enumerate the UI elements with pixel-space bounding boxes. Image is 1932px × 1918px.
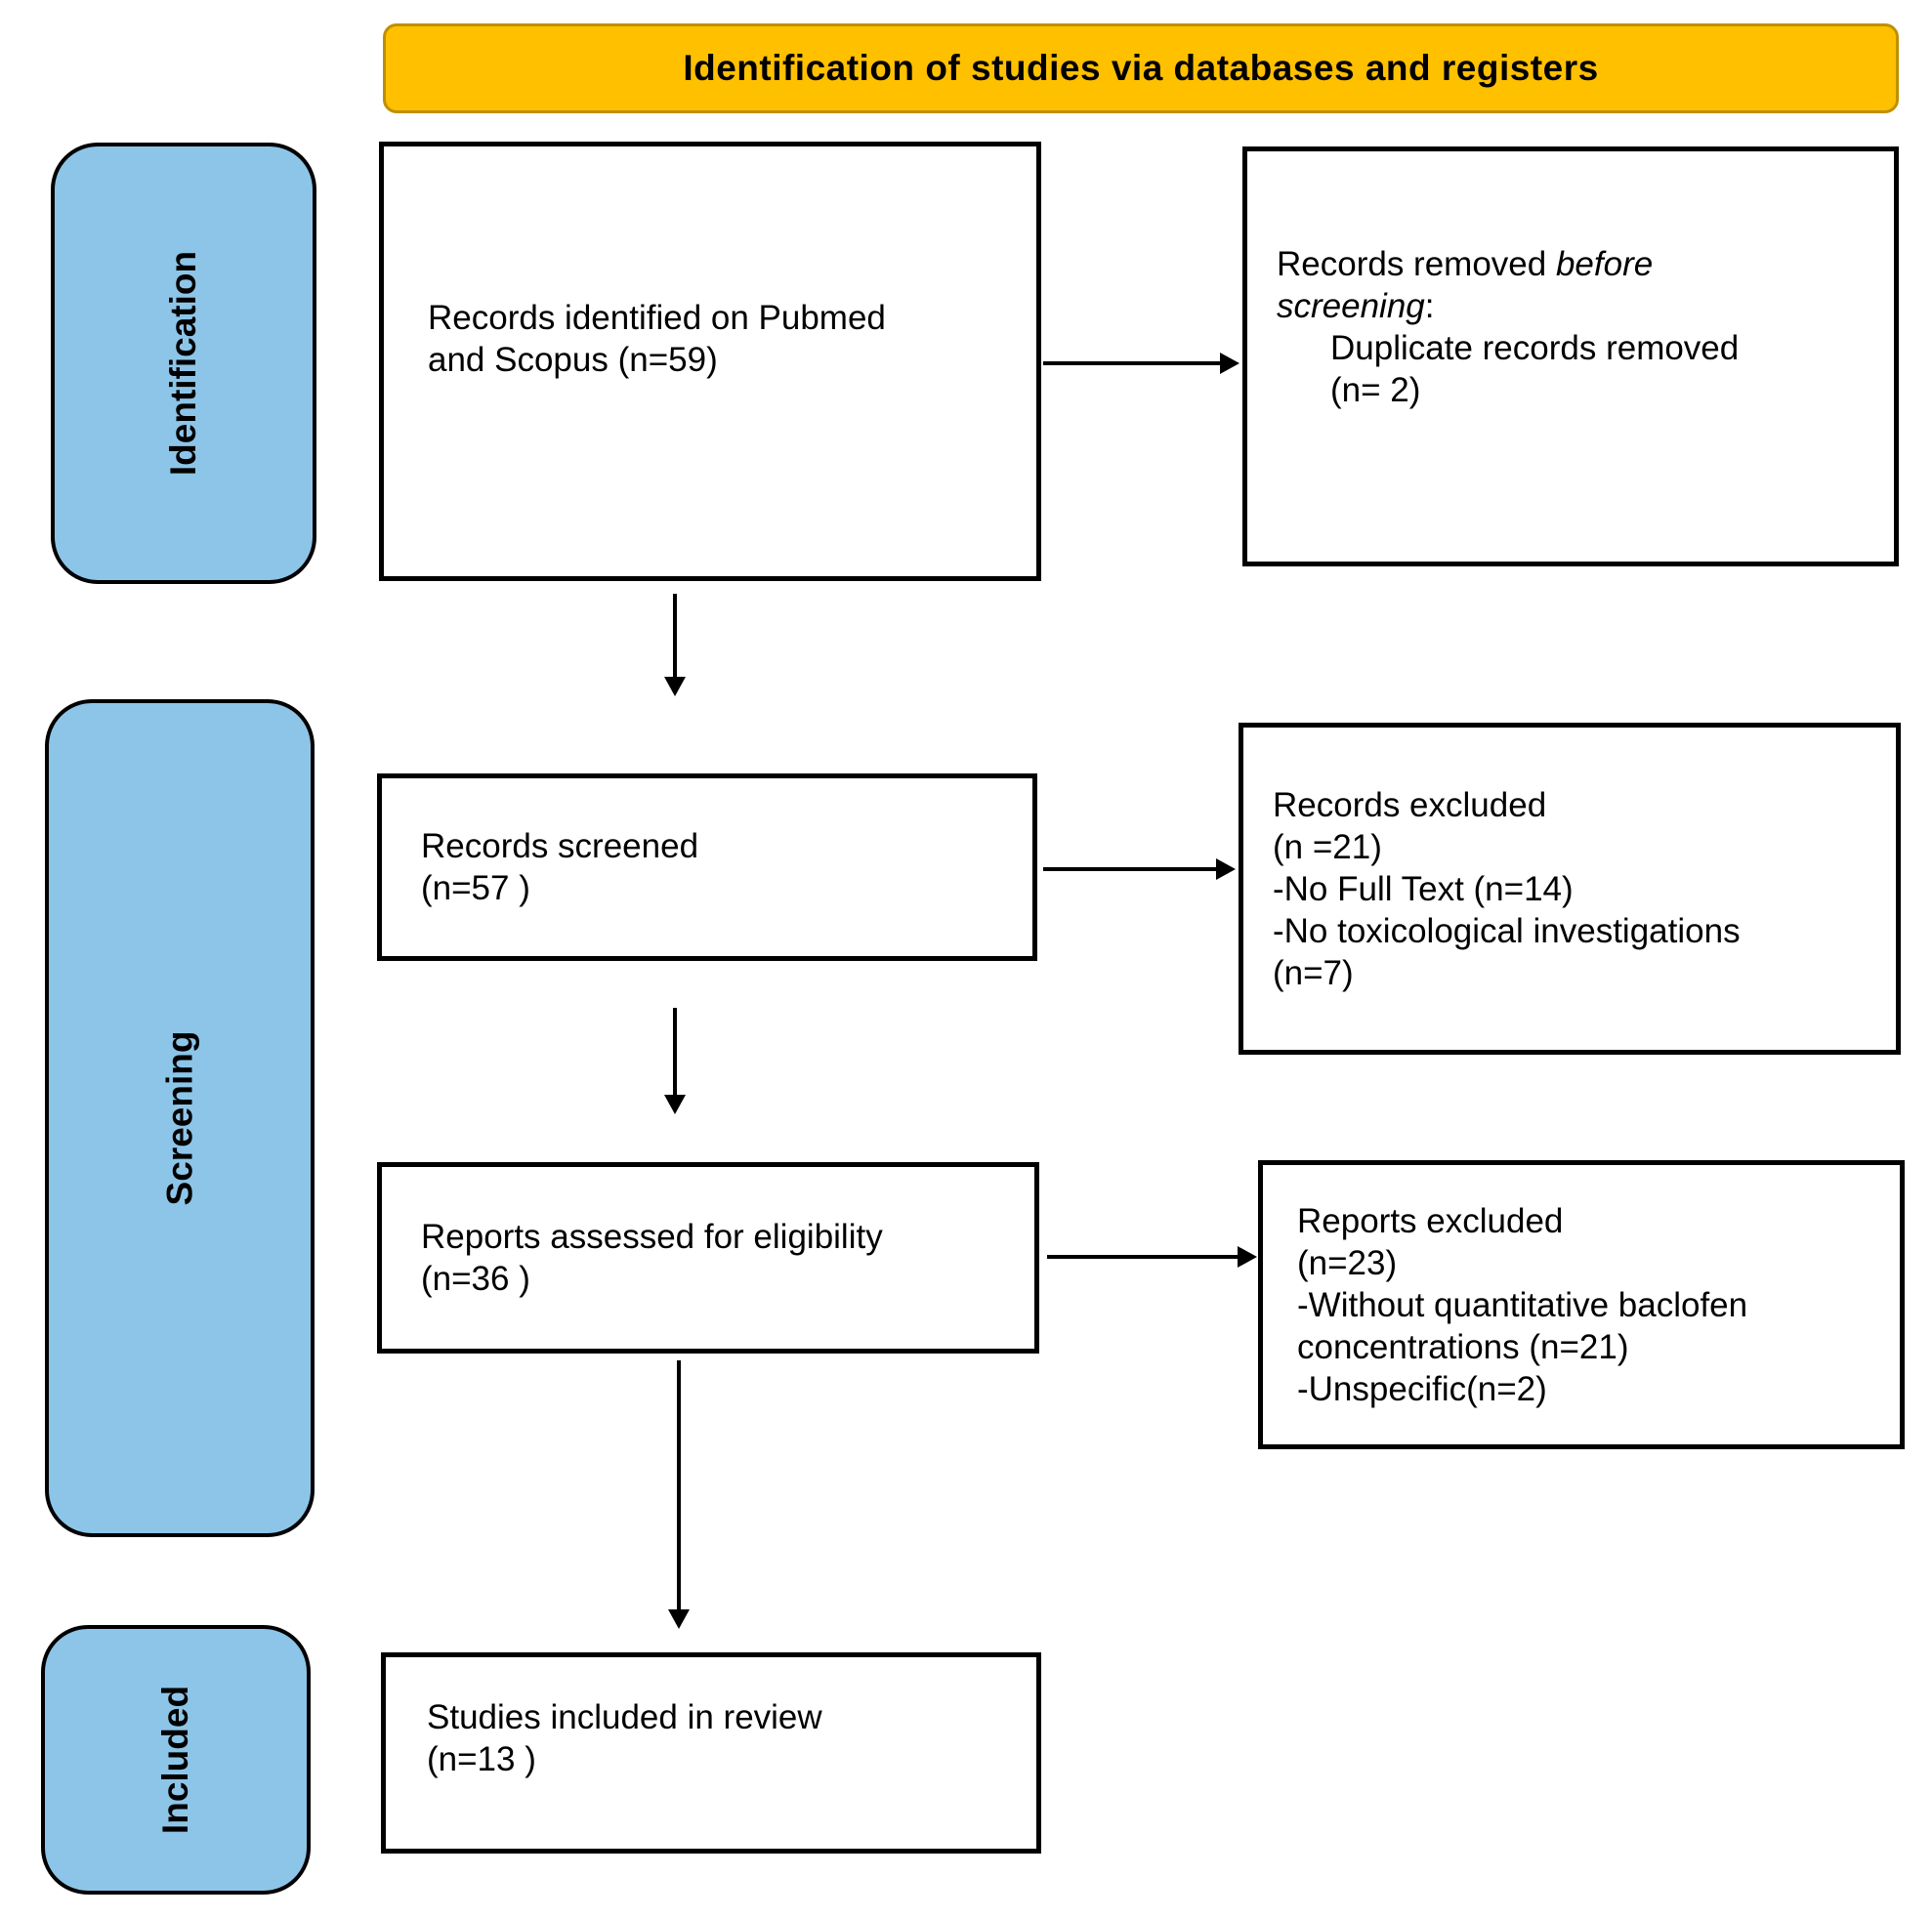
records-removed-italic: screening [1277,287,1425,325]
box-reports-assessed: Reports assessed for eligibility (n=36 ) [377,1162,1039,1354]
box-records-removed-line: Records removed before [1277,243,1894,285]
records-removed-text: Records removed [1277,245,1556,283]
box-records-excluded-line: (n =21) [1273,827,1382,866]
box-records-identified: Records identified on Pubmed and Scopus … [379,142,1041,581]
box-reports-excluded-line: Reports excluded [1297,1201,1564,1240]
arrow-right-identified-to-removed [1043,361,1221,365]
box-reports-excluded-line: -Without quantitative baclofen [1297,1285,1748,1324]
box-studies-included-line: Studies included in review [427,1698,822,1736]
box-studies-included-line: (n=13 ) [427,1740,536,1778]
arrow-down-screened-to-assessed [673,1008,677,1096]
arrow-down-identified-to-screened [673,594,677,678]
stage-label-identification: Identification [51,143,316,584]
stage-label-included: Included [41,1625,311,1895]
box-records-excluded-line: -No toxicological investigations [1273,911,1741,950]
records-removed-italic: before [1555,245,1654,283]
box-records-removed-before-screening: Records removed before screening: Duplic… [1242,146,1899,566]
arrow-down-assessed-to-included [677,1360,681,1610]
arrow-right-assessed-to-excluded [1047,1255,1239,1259]
arrow-right-screened-to-excluded [1043,867,1217,871]
box-records-screened-line: Records screened [421,827,699,865]
box-reports-excluded-line: concentrations (n=21) [1297,1327,1629,1366]
box-records-identified-line: and Scopus (n=59) [428,341,718,379]
box-reports-excluded-line: (n=23) [1297,1243,1398,1282]
box-reports-assessed-line: (n=36 ) [421,1260,530,1298]
stage-label-identification-text: Identification [162,250,203,477]
box-reports-excluded: Reports excluded (n=23) -Without quantit… [1258,1160,1905,1449]
stage-label-screening-text: Screening [159,1030,199,1206]
diagram-header-title: Identification of studies via databases … [683,48,1599,88]
box-records-screened: Records screened (n=57 ) [377,773,1037,961]
diagram-header: Identification of studies via databases … [383,23,1899,113]
box-records-excluded-line: Records excluded [1273,785,1547,824]
box-records-removed-line: Duplicate records removed [1330,329,1740,367]
box-records-screened-line: (n=57 ) [421,869,530,907]
box-reports-assessed-line: Reports assessed for eligibility [421,1218,883,1256]
box-records-excluded-line: -No Full Text (n=14) [1273,869,1574,908]
records-removed-text: : [1424,287,1435,325]
stage-label-included-text: Included [155,1685,195,1835]
box-studies-included: Studies included in review (n=13 ) [381,1652,1041,1854]
box-records-excluded-line: (n=7) [1273,953,1354,992]
box-reports-excluded-line: -Unspecific(n=2) [1297,1369,1547,1408]
box-records-removed-line: screening: [1277,285,1894,327]
box-records-excluded: Records excluded (n =21) -No Full Text (… [1239,723,1901,1055]
stage-label-screening: Screening [45,699,315,1537]
box-records-identified-line: Records identified on Pubmed [428,299,886,337]
box-records-removed-line: (n= 2) [1330,371,1421,409]
